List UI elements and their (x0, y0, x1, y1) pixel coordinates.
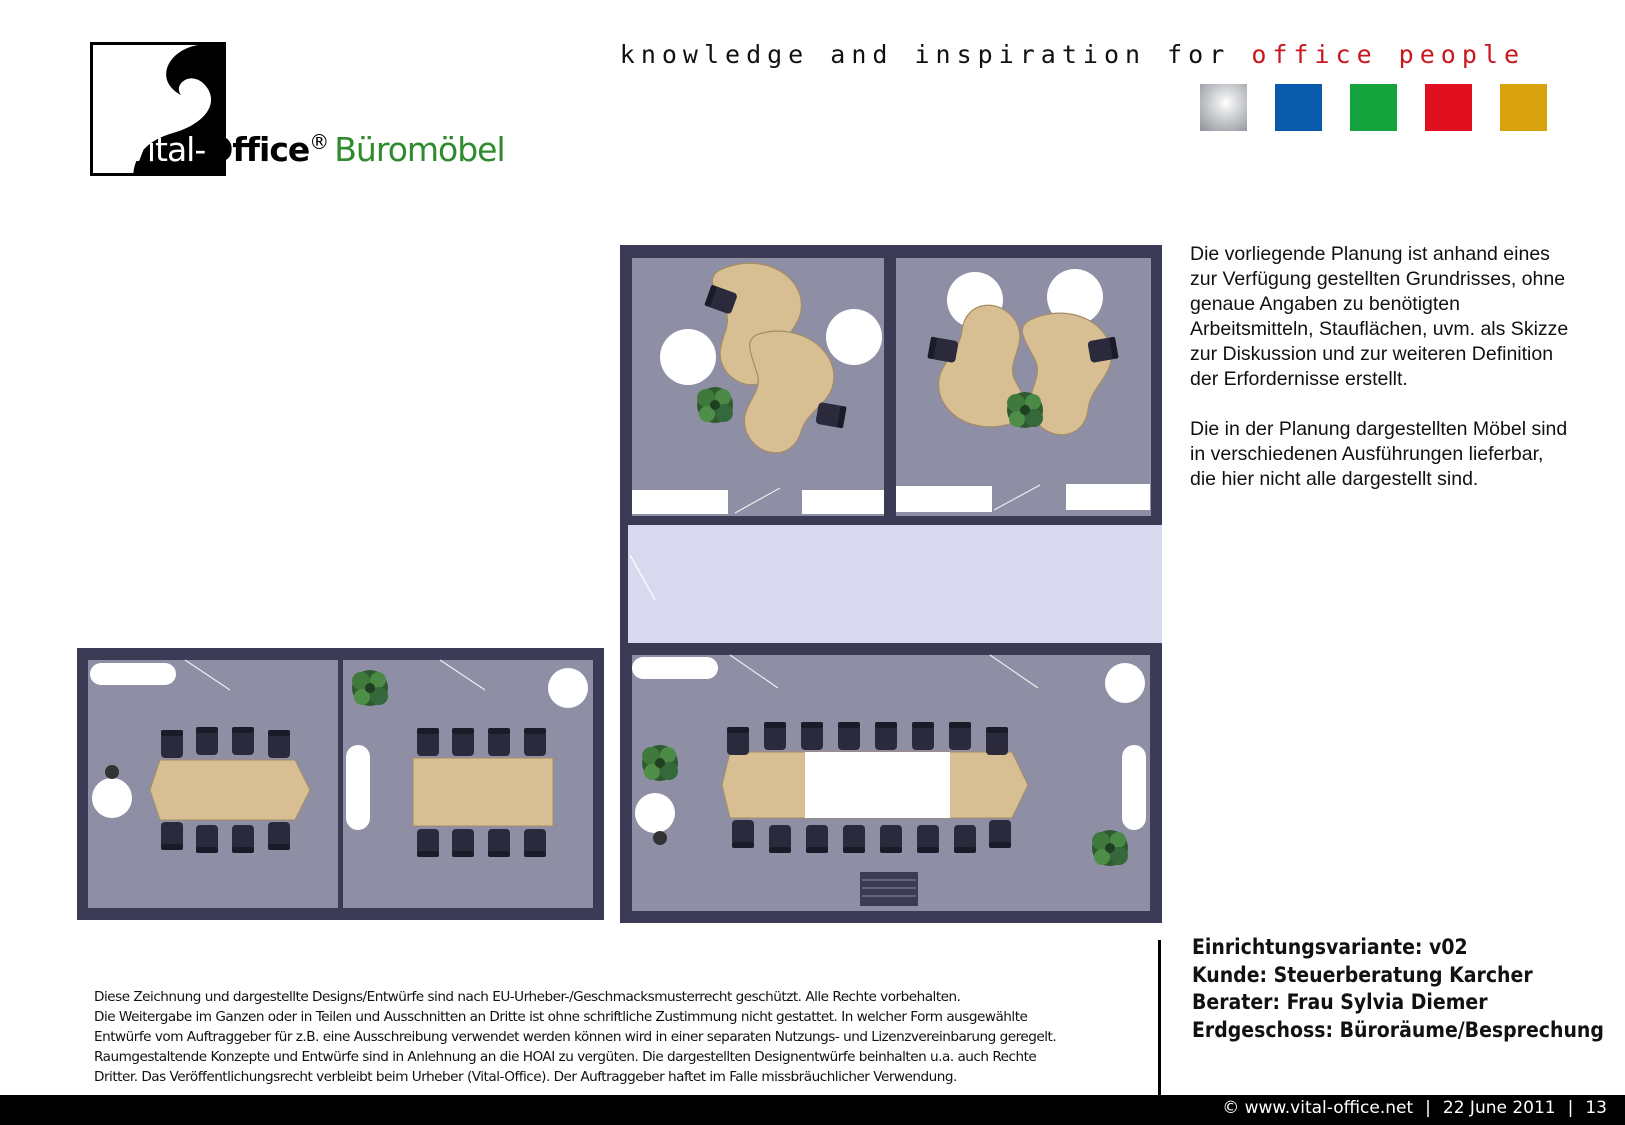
swatch-silver (1200, 84, 1247, 131)
tagline: knowledge and inspiration for office peo… (620, 40, 1525, 69)
legal-line-5: Dritter. Das Veröffentlichungsrecht verb… (94, 1069, 957, 1085)
logo-office: Office (205, 130, 310, 169)
office-room-2 (884, 245, 1162, 525)
footer-date: 22 June 2011 (1442, 1098, 1556, 1118)
footer-text: © www.vital-office.net | 22 June 2011 | 13 (1222, 1098, 1607, 1118)
logo-brand: Büromöbel (334, 130, 505, 169)
footer-separator-2: | (1567, 1098, 1574, 1118)
meeting-room-3 (620, 643, 1162, 923)
legal-line-4: Raumgestaltende Konzepte und Entwürfe si… (94, 1049, 1037, 1065)
description-paragraph-2: Die in der Planung dargestellten Möbel s… (1190, 418, 1568, 490)
footer-copyright[interactable]: © www.vital-office.net (1222, 1098, 1414, 1118)
meeting-room-2 (343, 659, 593, 908)
company-logo: Vital-Office®Büromöbel (90, 42, 510, 177)
logo-mark (90, 42, 226, 176)
logo-registered: ® (309, 130, 329, 154)
info-floor: Erdgeschoss: Büroräume/Besprechung (1192, 1017, 1604, 1042)
footer-page-number: 13 (1585, 1098, 1607, 1118)
swatch-red (1425, 84, 1472, 131)
color-swatches (1200, 84, 1547, 131)
logo-vital: Vital- (126, 130, 206, 169)
description-paragraph-1: Die vorliegende Planung ist anhand eines… (1190, 243, 1569, 390)
tagline-red: office people (1251, 40, 1525, 69)
swatch-gold (1500, 84, 1547, 131)
info-client: Kunde: Steuerberatung Karcher (1192, 962, 1533, 987)
swatch-blue (1275, 84, 1322, 131)
corridor (625, 525, 1162, 643)
info-advisor: Berater: Frau Sylvia Diemer (1192, 990, 1488, 1014)
footer-bar: © www.vital-office.net | 22 June 2011 | 13 (0, 1095, 1625, 1125)
swatch-green (1350, 84, 1397, 131)
footer-separator-1: | (1425, 1098, 1431, 1118)
logo-wordmark: Vital-Office®Büromöbel (126, 130, 506, 169)
planning-description: Die vorliegende Planung ist anhand eines… (1190, 242, 1570, 492)
tagline-dark: knowledge and inspiration for (619, 40, 1231, 69)
legal-line-3: Entwürfe vom Auftraggeber für z.B. eine … (94, 1029, 1057, 1045)
project-info: Einrichtungsvariante: v02 Kunde: Steuerb… (1192, 934, 1604, 1044)
info-divider (1158, 940, 1161, 1096)
legal-notice: Diese Zeichnung und dargestellte Designs… (94, 987, 1144, 1087)
legal-line-2: Die Weitergabe im Ganzen oder in Teilen … (94, 1009, 1028, 1025)
info-variant: Einrichtungsvariante: v02 (1192, 935, 1468, 959)
legal-line-1: Diese Zeichnung und dargestellte Designs… (94, 989, 961, 1005)
logo-shape-icon (133, 45, 223, 173)
office-room-1 (620, 245, 890, 525)
